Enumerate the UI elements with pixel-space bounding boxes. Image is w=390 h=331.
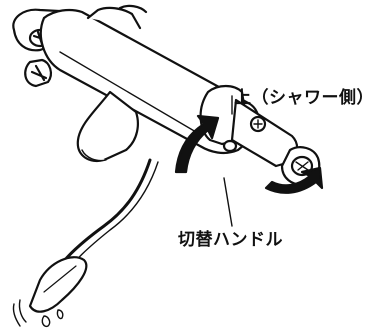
- shower-hose-icon: [30, 160, 158, 312]
- switch-handle-label: 切替ハンドル: [178, 232, 283, 249]
- shower-side-label: 上（シャワー側）: [234, 90, 374, 107]
